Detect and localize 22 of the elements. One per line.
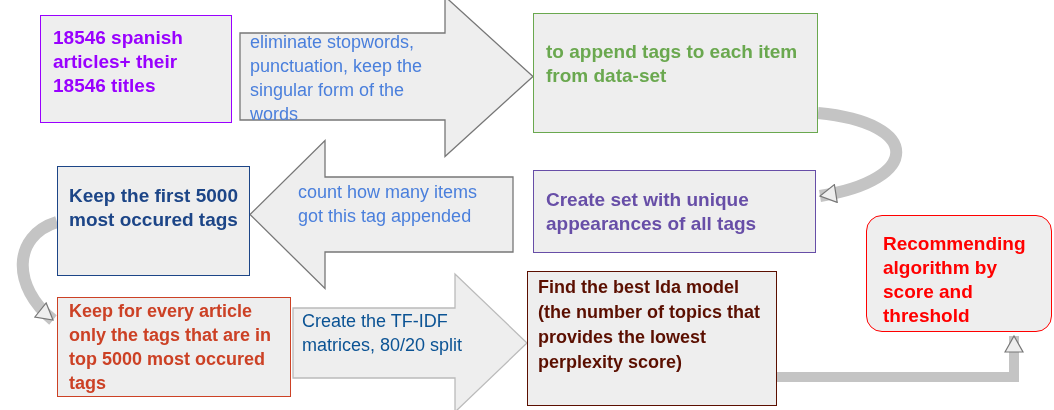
block-arrow [239,0,534,158]
process-box [40,15,232,123]
step-text: 18546 spanish articles+ their 18546 titles [53,26,184,98]
process-box [533,13,818,133]
step-text: Create set with unique appearances of all tags [546,188,758,236]
step-text: to append tags to each item from data-set [546,40,799,88]
step-text: Recommending algorithm by score and threshold [883,232,1027,328]
step-text: Keep for every article only the tags that are in top 5000 most occured tags [69,300,273,395]
process-box [57,297,291,397]
block-arrow [292,272,528,410]
step-text: Keep the first 5000 most occured tags [69,184,239,232]
curved-arrow [817,107,902,203]
process-box [527,271,777,406]
elbow-arrow [777,335,1024,382]
edge-label: Create the TF-IDF matrices, 80/20 split [302,310,464,357]
edge-label: count how many items got this tag appended [298,181,479,228]
process-box [533,170,816,253]
block-arrow [249,138,514,291]
step-text: Find the best lda model (the number of topics that provides the lowest perplexity score) [538,276,761,374]
rounded-process-box [866,215,1052,332]
edge-label: eliminate stopwords, punctuation, keep the singular form of the words [250,31,424,126]
process-box [57,166,250,276]
